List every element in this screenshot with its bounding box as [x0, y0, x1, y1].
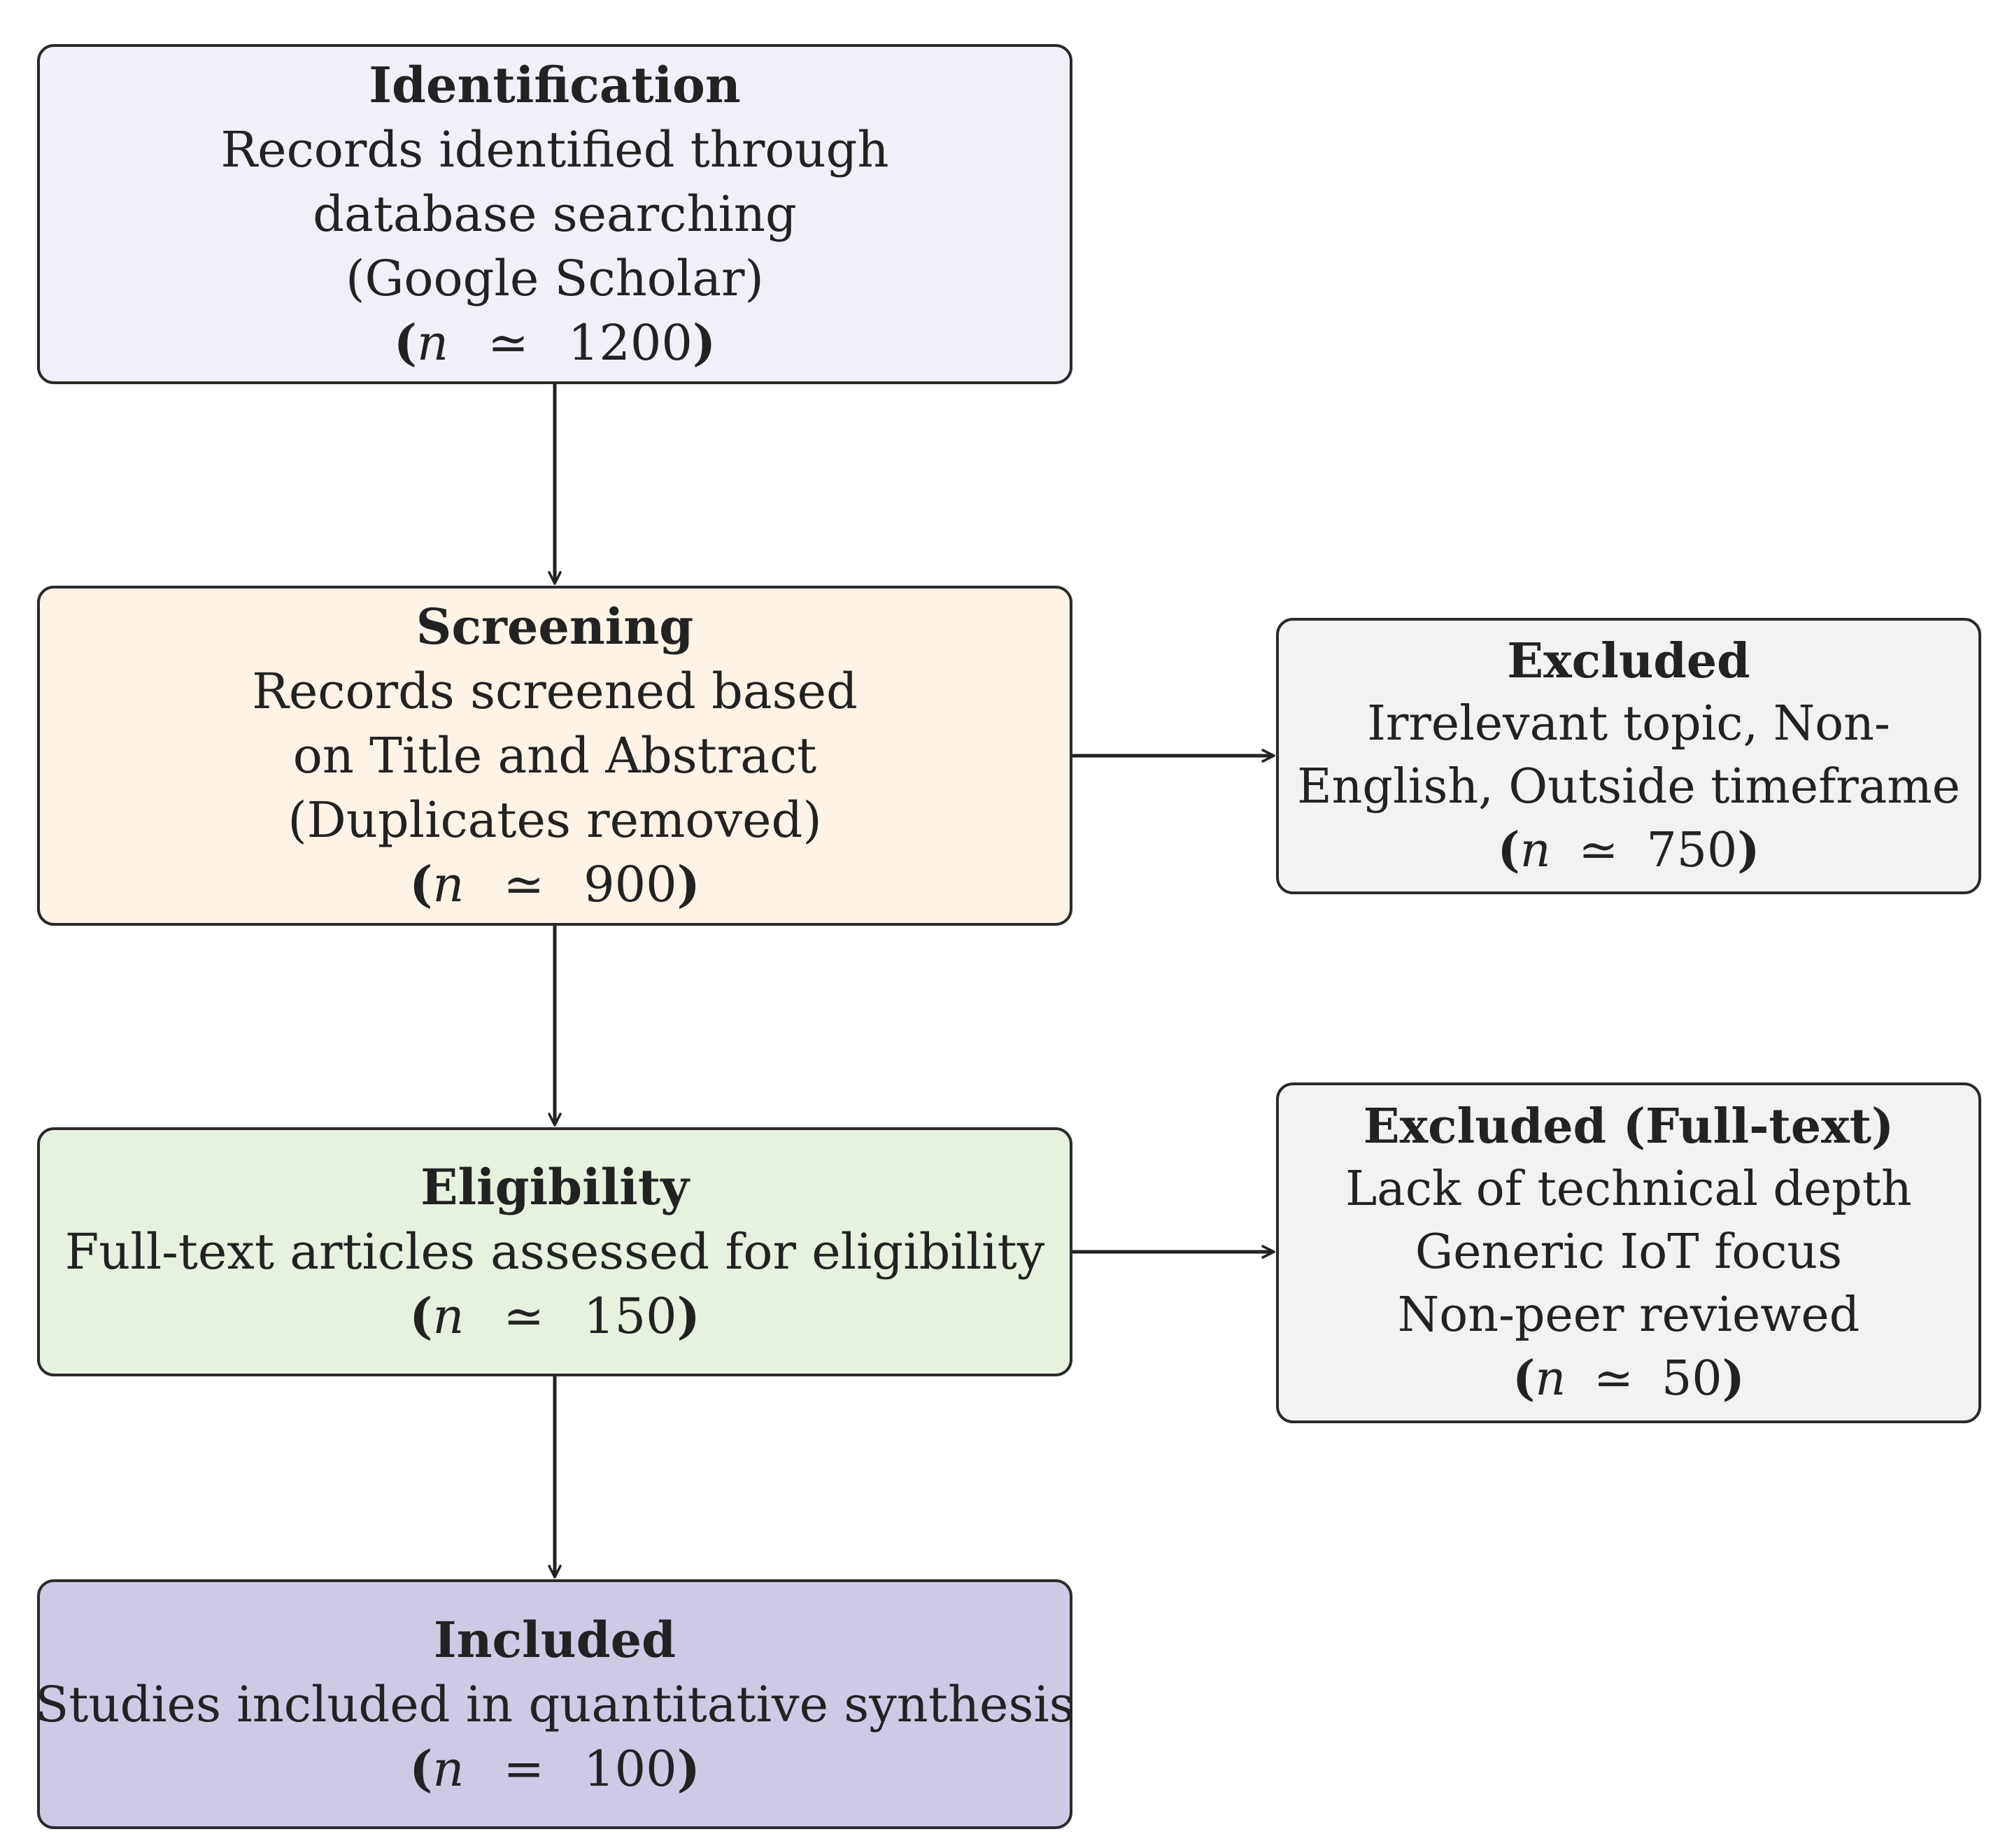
count-open-paren: (	[409, 855, 433, 913]
identification-line-2: database searching	[313, 185, 797, 243]
count-relation: ≃	[488, 314, 529, 372]
count-value: 50	[1662, 1351, 1722, 1406]
count-open-paren: (	[409, 1287, 433, 1345]
count-close-paren: )	[676, 855, 700, 913]
identification-line-3: (Google Scholar)	[346, 250, 764, 307]
count-relation: ≃	[503, 856, 545, 913]
excluded-line-1: Irrelevant topic, Non-	[1367, 696, 1890, 752]
excluded-title: Excluded	[1507, 633, 1750, 689]
count-value: 750	[1646, 823, 1738, 878]
count-close-paren: )	[1737, 822, 1760, 878]
eligibility-box: Eligibility Full-text articles assessed …	[37, 1127, 1072, 1376]
count-open-paren: (	[1497, 822, 1520, 878]
included-title: Included	[433, 1610, 676, 1669]
count-variable: n	[432, 1288, 465, 1345]
count-variable: n	[1519, 823, 1551, 878]
excluded-box: Excluded Irrelevant topic, Non- English,…	[1276, 618, 1981, 894]
identification-count: (n ≃ 1200)	[394, 311, 716, 375]
eligibility-title: Eligibility	[420, 1158, 689, 1216]
count-relation: ≃	[1578, 823, 1619, 878]
count-close-paren: )	[1722, 1350, 1745, 1406]
included-line-1: Studies included in quantitative synthes…	[35, 1675, 1075, 1733]
excluded-fulltext-line-2: Generic IoT focus	[1415, 1225, 1843, 1280]
eligibility-count: (n ≃ 150)	[409, 1284, 700, 1348]
count-open-paren: (	[393, 313, 418, 372]
count-value: 1200	[567, 314, 693, 372]
count-value: 900	[583, 856, 677, 913]
count-open-paren: (	[1512, 1350, 1536, 1406]
excluded-fulltext-count: (n ≃ 50)	[1512, 1347, 1745, 1411]
screening-line-3: (Duplicates removed)	[288, 791, 822, 849]
excluded-fulltext-line-1: Lack of technical depth	[1345, 1162, 1912, 1217]
screening-title: Screening	[416, 598, 694, 656]
eligibility-line-1: Full-text articles assessed for eligibil…	[64, 1223, 1045, 1281]
identification-line-1: Records identified through	[220, 121, 889, 178]
count-value: 100	[583, 1740, 677, 1798]
count-relation: =	[503, 1740, 545, 1798]
count-close-paren: )	[676, 1739, 700, 1798]
count-open-paren: (	[409, 1739, 433, 1798]
count-variable: n	[432, 1740, 465, 1798]
count-close-paren: )	[676, 1287, 700, 1345]
included-box: Included Studies included in quantitativ…	[35, 1579, 1075, 1829]
excluded-fulltext-line-3: Non-peer reviewed	[1397, 1288, 1860, 1343]
excluded-fulltext-title: Excluded (Full-text)	[1363, 1099, 1894, 1155]
excluded-fulltext-box: Excluded (Full-text) Lack of technical d…	[1276, 1082, 1981, 1423]
screening-line-2: on Title and Abstract	[292, 727, 817, 784]
count-variable: n	[417, 314, 449, 372]
included-count: (n = 100)	[409, 1737, 700, 1801]
count-relation: ≃	[1594, 1351, 1634, 1406]
excluded-count: (n ≃ 750)	[1498, 819, 1760, 882]
count-relation: ≃	[503, 1288, 545, 1345]
count-close-paren: )	[692, 313, 716, 372]
screening-count: (n ≃ 900)	[409, 852, 700, 917]
identification-title: Identification	[369, 56, 741, 114]
screening-box: Screening Records screened based on Titl…	[37, 586, 1072, 926]
count-value: 150	[583, 1288, 677, 1345]
identification-box: Identification Records identified throug…	[37, 44, 1072, 384]
count-variable: n	[432, 856, 465, 913]
excluded-line-2: English, Outside timeframe	[1296, 759, 1960, 814]
count-variable: n	[1535, 1351, 1566, 1406]
screening-line-1: Records screened based	[252, 663, 858, 720]
